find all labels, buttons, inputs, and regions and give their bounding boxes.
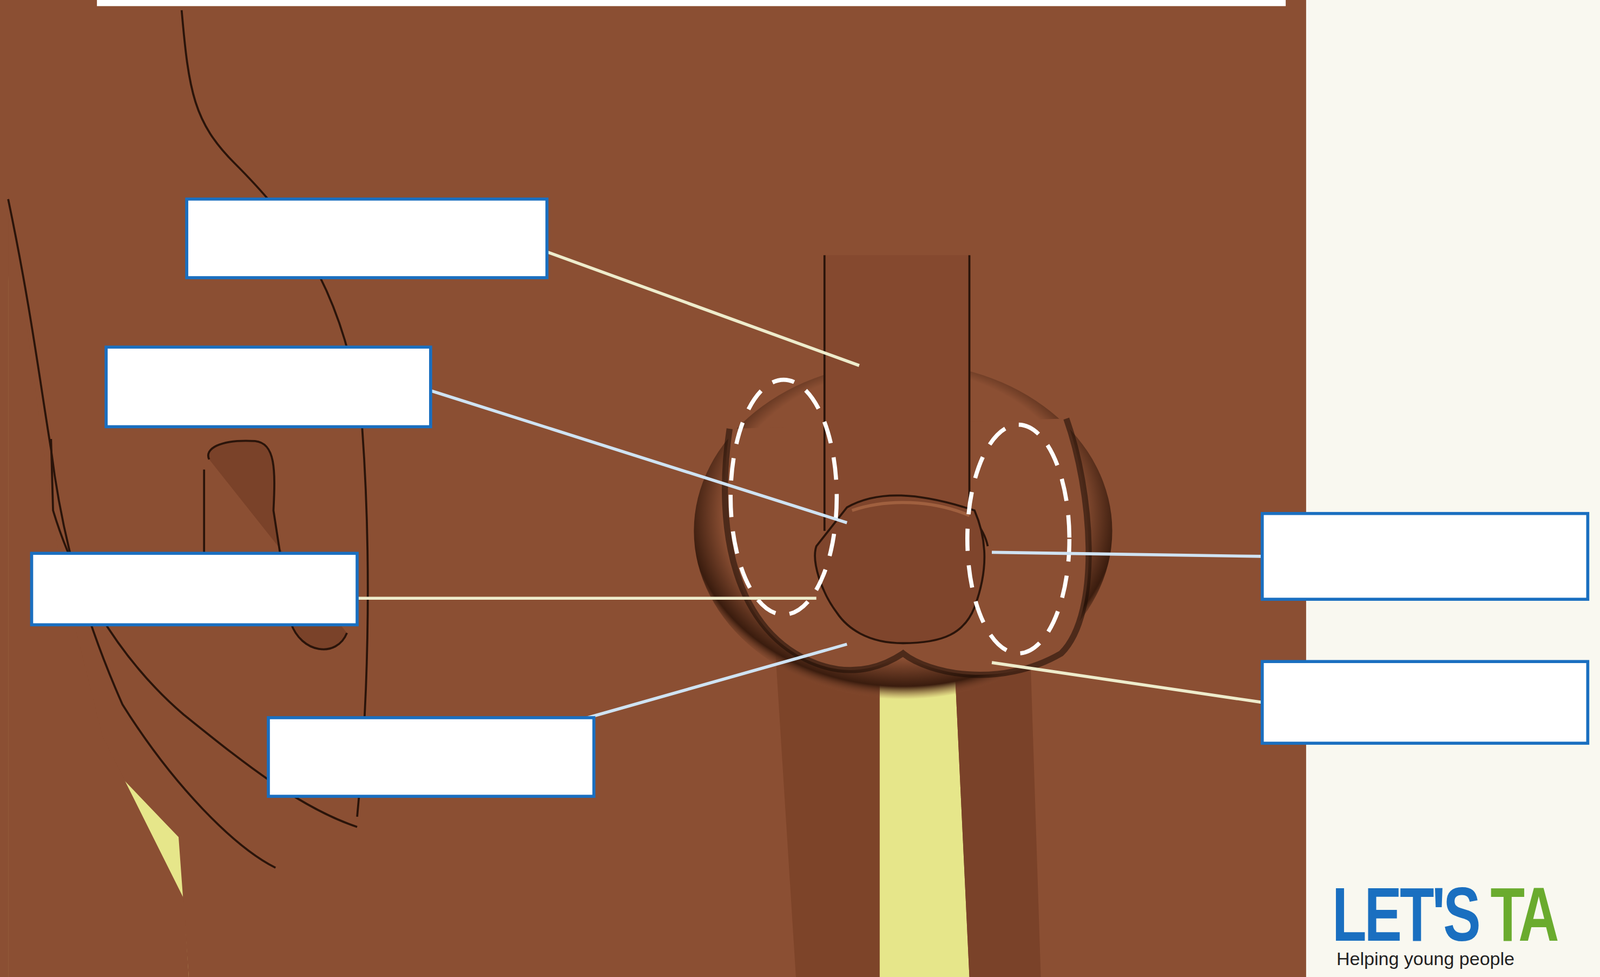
- logo-word: TA: [1490, 871, 1558, 959]
- tagline: Helping young people: [1336, 947, 1515, 970]
- logo-word: LET'S: [1332, 871, 1479, 959]
